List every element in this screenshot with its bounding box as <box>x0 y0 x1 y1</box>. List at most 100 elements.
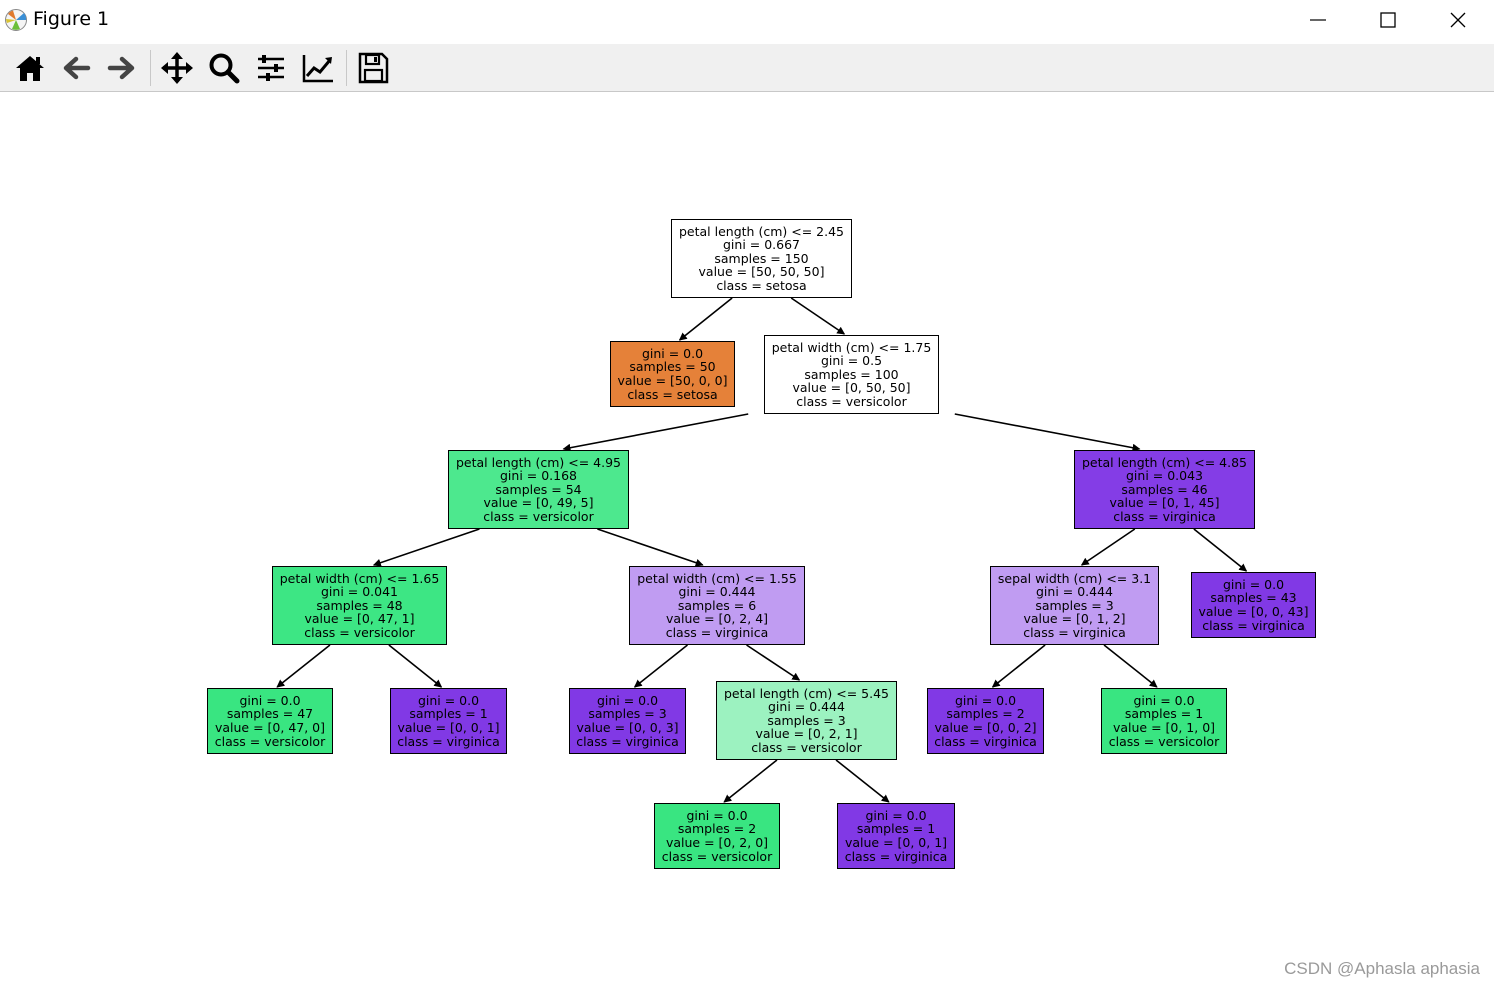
tree-edge-n6-n11 <box>633 644 688 688</box>
tree-edge-n6-n12 <box>746 644 801 681</box>
node-text-line: value = [0, 2, 1] <box>755 726 858 742</box>
node-text-line: samples = 54 <box>495 481 582 497</box>
close-button[interactable] <box>1423 0 1493 40</box>
node-text-line: gini = 0.168 <box>499 468 577 484</box>
node-text-line: class = versicolor <box>214 733 326 749</box>
tree-edge-n4-n8 <box>1193 528 1248 572</box>
node-text-line: samples = 1 <box>409 706 488 722</box>
node-text-line: samples = 47 <box>226 706 314 722</box>
minimize-button[interactable] <box>1283 0 1353 40</box>
node-text-line: gini = 0.0 <box>1133 692 1195 708</box>
node-text-line: value = [0, 1, 45] <box>1109 495 1220 511</box>
sliders-icon <box>258 55 284 81</box>
floppy-icon <box>358 52 389 84</box>
node-text-line: gini = 0.667 <box>722 237 800 253</box>
node-text-line: class = virginica <box>576 733 679 749</box>
watermark: CSDN @Aphasla aphasia <box>1284 959 1480 978</box>
tree-edge-n4-n7 <box>1080 528 1136 566</box>
tree-edge-n5-n10 <box>388 644 443 688</box>
node-text-line: samples = 46 <box>1121 481 1208 497</box>
forward-button[interactable] <box>103 49 141 87</box>
subplots-button[interactable] <box>252 49 290 87</box>
maximize-button[interactable] <box>1353 0 1423 40</box>
back-button[interactable] <box>57 49 95 87</box>
arrow-right-icon <box>107 56 135 80</box>
tree-edge-n7-n14 <box>1103 644 1158 688</box>
node-text-line: class = versicolor <box>751 739 862 755</box>
node-text-line: value = [0, 49, 5] <box>483 495 594 511</box>
node-text-line: value = [0, 47, 0] <box>214 720 326 735</box>
node-text-line: gini = 0.0 <box>641 345 704 361</box>
node-text-line: class = versicolor <box>304 624 415 640</box>
line-chart-icon <box>302 55 333 83</box>
node-text-line: gini = 0.0 <box>686 807 748 823</box>
node-text-line: class = virginica <box>844 848 948 864</box>
tree-edge-n3-n5 <box>372 528 480 567</box>
node-text-line: class = versicolor <box>661 848 773 864</box>
home-button[interactable] <box>11 49 49 87</box>
zoom-button[interactable] <box>205 49 243 87</box>
save-button[interactable] <box>354 49 392 87</box>
node-text-line: petal length (cm) <= 5.45 <box>724 685 889 701</box>
node-text-line: gini = 0.041 <box>320 584 398 600</box>
home-icon <box>16 56 44 81</box>
node-text-line: samples = 3 <box>767 712 846 728</box>
node-text-line: gini = 0.0 <box>239 692 301 708</box>
node-text-line: value = [0, 2, 0] <box>665 835 769 850</box>
tree-edge-n12-n15 <box>723 759 778 803</box>
node-text-line: value = [50, 50, 50] <box>698 264 825 280</box>
window-title: Figure 1 <box>33 8 110 30</box>
node-text-line: samples = 1 <box>856 821 936 837</box>
node-text-line: petal length (cm) <= 4.85 <box>1082 454 1247 470</box>
node-text-line: value = [0, 50, 50] <box>792 380 911 396</box>
maximize-icon <box>1380 12 1396 28</box>
node-text-line: gini = 0.5 <box>820 353 883 369</box>
node-text-line: samples = 1 <box>1124 706 1204 722</box>
toolbar-separator <box>150 50 151 86</box>
node-text-line: gini = 0.444 <box>678 584 756 600</box>
toolbar-separator <box>346 50 347 86</box>
node-text-line: value = [0, 0, 1] <box>844 835 948 850</box>
node-text-line: petal width (cm) <= 1.75 <box>771 339 932 355</box>
node-text-line: samples = 2 <box>946 706 1025 722</box>
node-text-line: value = [0, 0, 2] <box>934 720 1037 735</box>
node-text-line: value = [0, 1, 2] <box>1023 611 1126 627</box>
node-text-line: petal length (cm) <= 4.95 <box>456 454 621 470</box>
node-text-line: gini = 0.0 <box>954 692 1017 708</box>
node-text-line: value = [0, 0, 1] <box>397 720 500 735</box>
node-text-line: gini = 0.0 <box>417 692 480 708</box>
node-text-line: value = [0, 1, 0] <box>1112 720 1216 735</box>
tree-edge-n3-n6 <box>597 528 704 567</box>
pan-button[interactable] <box>158 49 196 87</box>
tree-edge-n0-n2 <box>790 297 846 335</box>
node-text-line: class = virginica <box>934 733 1037 749</box>
node-text-line: sepal width (cm) <= 3.1 <box>997 570 1152 586</box>
customize-button[interactable] <box>299 49 337 87</box>
matplotlib-logo-icon <box>5 9 27 31</box>
window-titlebar: Figure 1 <box>0 0 1494 40</box>
node-text-line: gini = 0.0 <box>1222 576 1285 592</box>
node-text-line: value = [0, 47, 1] <box>304 611 415 627</box>
tree-edge-n0-n1 <box>678 297 733 341</box>
tree-edge-n7-n13 <box>991 644 1046 688</box>
node-text-line: petal length (cm) <= 2.45 <box>679 223 844 239</box>
arrow-left-icon <box>63 56 91 80</box>
node-text-line: class = virginica <box>1113 508 1216 524</box>
node-text-line: samples = 50 <box>629 359 716 375</box>
node-text-line: gini = 0.0 <box>596 692 659 708</box>
node-text-line: gini = 0.0 <box>865 807 927 823</box>
node-text-line: value = [0, 0, 3] <box>576 720 679 735</box>
node-text-line: class = virginica <box>665 624 769 640</box>
node-text-line: value = [0, 2, 4] <box>665 611 769 627</box>
node-text-line: class = versicolor <box>483 508 594 524</box>
